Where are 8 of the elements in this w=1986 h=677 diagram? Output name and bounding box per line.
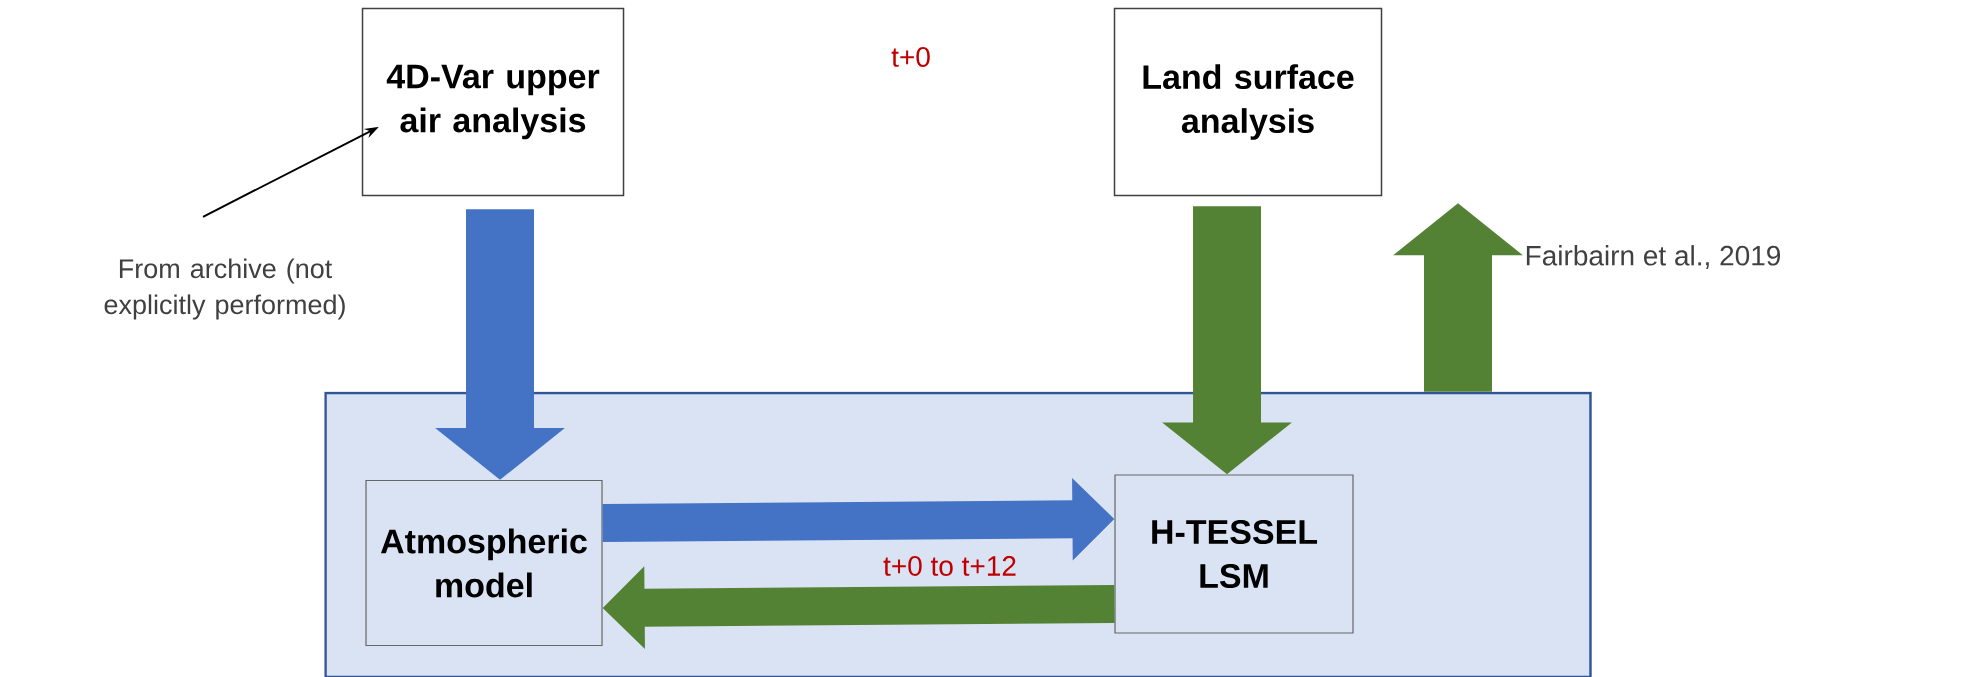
model-box: Atmospheric model xyxy=(365,479,603,647)
analysis-box: 4D-Var upper air analysis xyxy=(361,7,625,197)
model-box: H-TESSEL LSM xyxy=(1114,474,1354,634)
analysis-box: Land surface analysis xyxy=(1113,7,1383,197)
annotation-text: From archive (not explicitly performed) xyxy=(104,258,345,320)
time-label: t+0 to t+12 xyxy=(883,556,1016,576)
citation-text: Fairbairn et al., 2019 xyxy=(1526,245,1781,269)
time-label: t+0 xyxy=(891,47,930,67)
